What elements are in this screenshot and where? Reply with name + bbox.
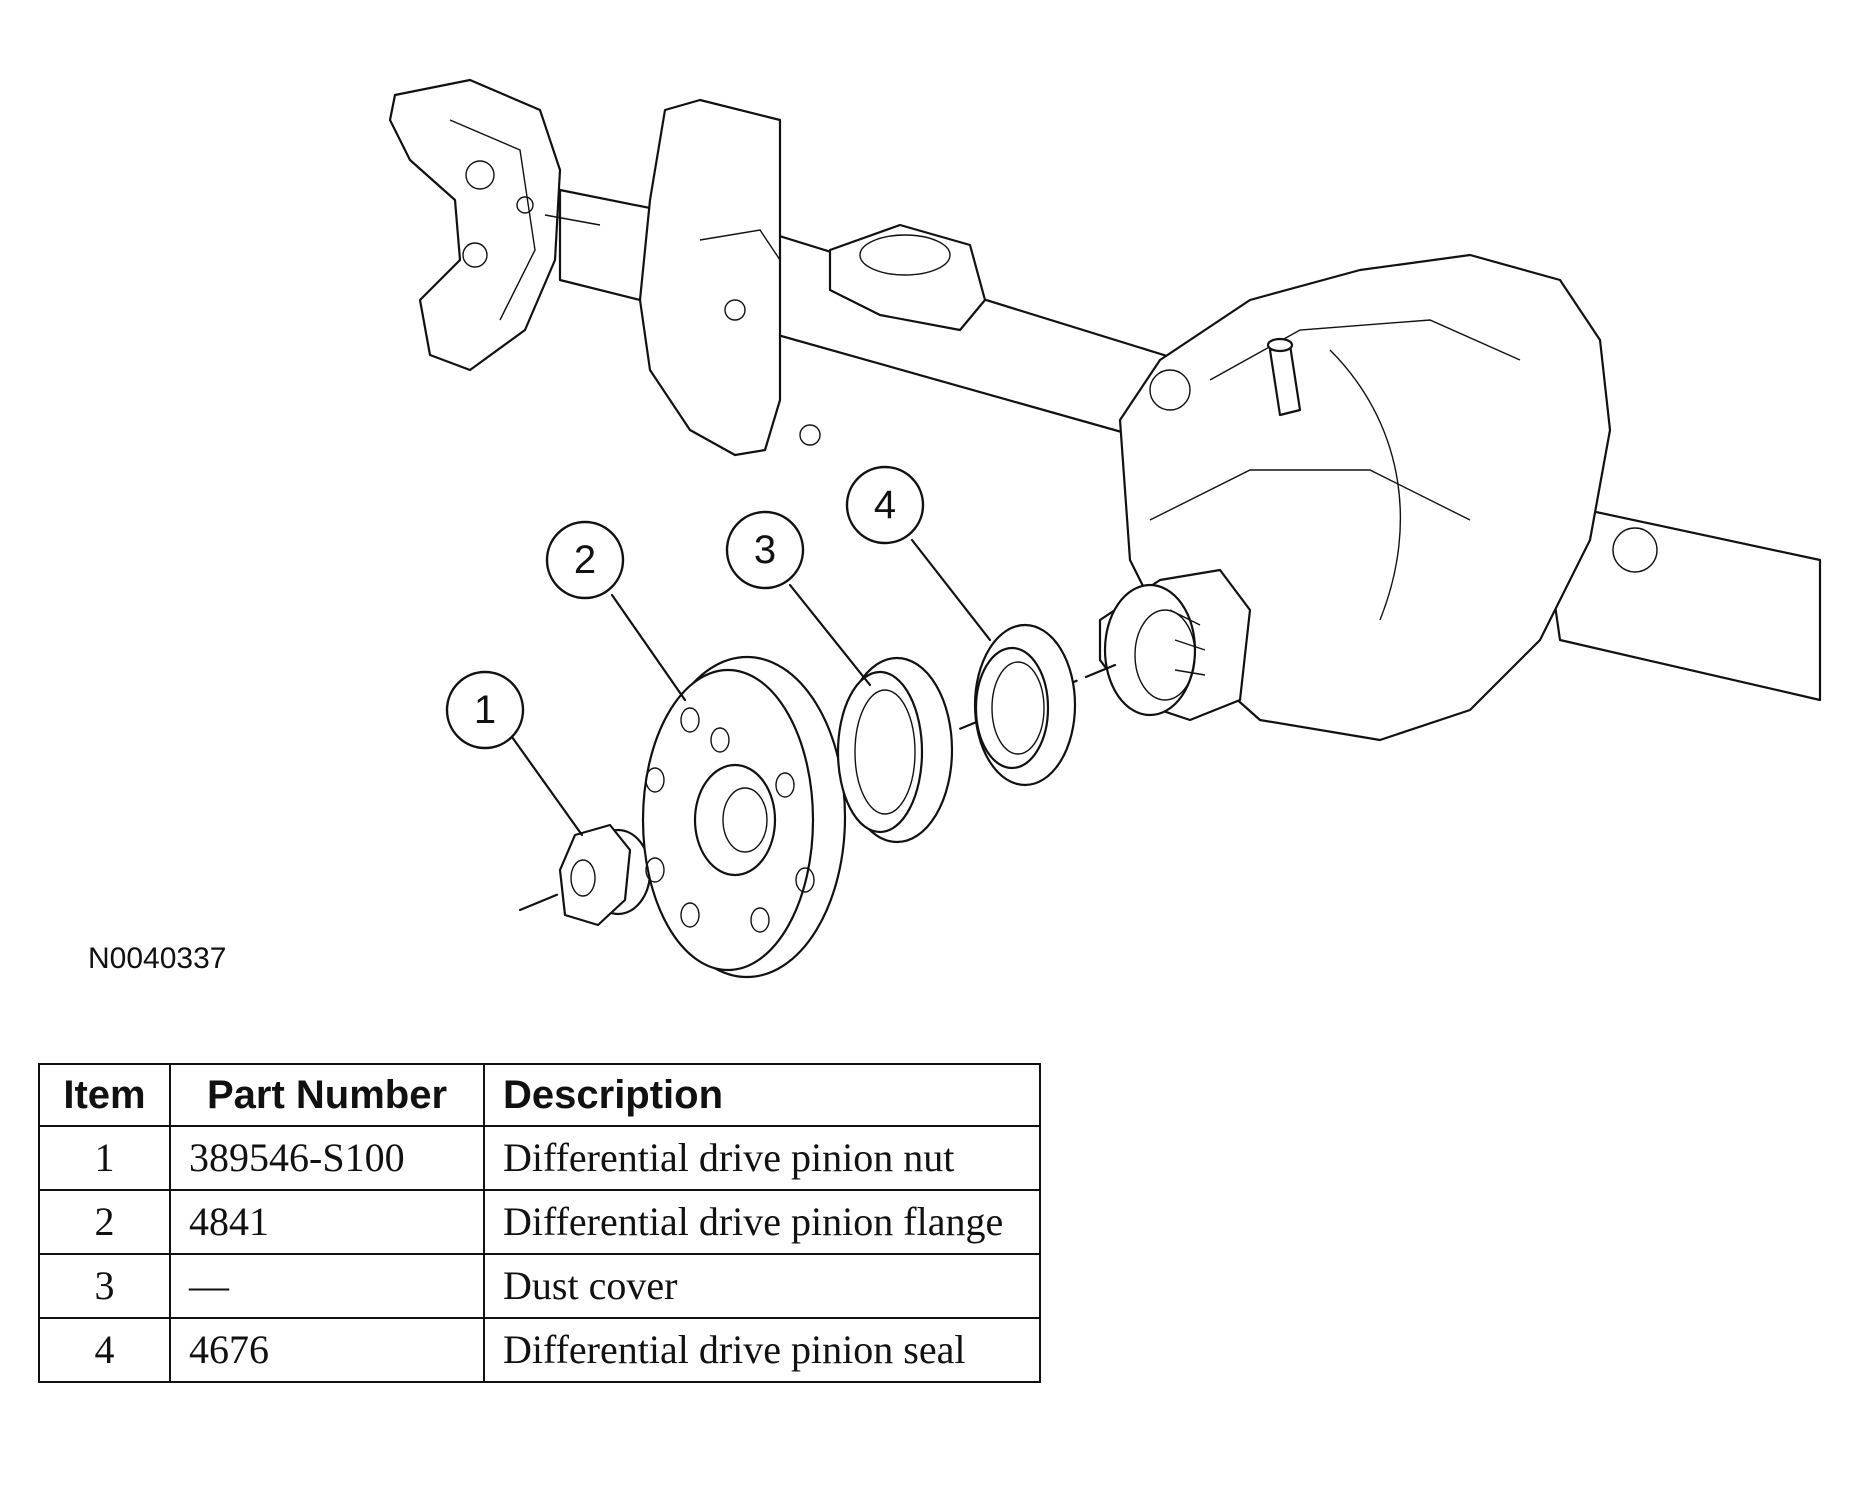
row-description: Dust cover bbox=[483, 1253, 1041, 1319]
callout-2: 2 bbox=[545, 520, 687, 702]
row-part-number: 4841 bbox=[169, 1189, 485, 1255]
svg-text:2: 2 bbox=[574, 538, 596, 582]
row-description: Differential drive pinion seal bbox=[483, 1317, 1041, 1383]
figure-code: N0040337 bbox=[88, 942, 227, 975]
table-header-row: Item Part Number Description bbox=[38, 1063, 1041, 1127]
row-item: 2 bbox=[38, 1189, 171, 1255]
header-part-number: Part Number bbox=[169, 1063, 485, 1127]
pinion-nut-part bbox=[558, 823, 652, 927]
row-item: 4 bbox=[38, 1317, 171, 1383]
callout-1: 1 bbox=[445, 670, 584, 837]
table-row: 1 389546-S100 Differential drive pinion … bbox=[38, 1125, 1041, 1191]
svg-text:4: 4 bbox=[874, 483, 896, 527]
table-row: 2 4841 Differential drive pinion flange bbox=[38, 1189, 1041, 1255]
row-part-number: 389546-S100 bbox=[169, 1125, 485, 1191]
axle-housing bbox=[388, 78, 1822, 742]
row-part-number: — bbox=[169, 1253, 485, 1319]
svg-text:1: 1 bbox=[474, 688, 496, 732]
table-row: 4 4676 Differential drive pinion seal bbox=[38, 1317, 1041, 1383]
axle-exploded-illustration: 1 2 3 4 bbox=[388, 78, 1822, 979]
row-description: Differential drive pinion flange bbox=[483, 1189, 1041, 1255]
callout-4: 4 bbox=[845, 465, 992, 642]
pinion-seal-part bbox=[973, 623, 1077, 787]
header-description: Description bbox=[483, 1063, 1041, 1127]
svg-text:3: 3 bbox=[754, 528, 776, 572]
parts-table: Item Part Number Description 1 389546-S1… bbox=[38, 1063, 1041, 1383]
row-item: 3 bbox=[38, 1253, 171, 1319]
pinion-flange-part bbox=[641, 655, 847, 979]
header-item: Item bbox=[38, 1063, 171, 1127]
dust-cover-part bbox=[836, 656, 954, 844]
row-item: 1 bbox=[38, 1125, 171, 1191]
callout-3: 3 bbox=[725, 510, 872, 687]
table-row: 3 — Dust cover bbox=[38, 1253, 1041, 1319]
row-description: Differential drive pinion nut bbox=[483, 1125, 1041, 1191]
row-part-number: 4676 bbox=[169, 1317, 485, 1383]
